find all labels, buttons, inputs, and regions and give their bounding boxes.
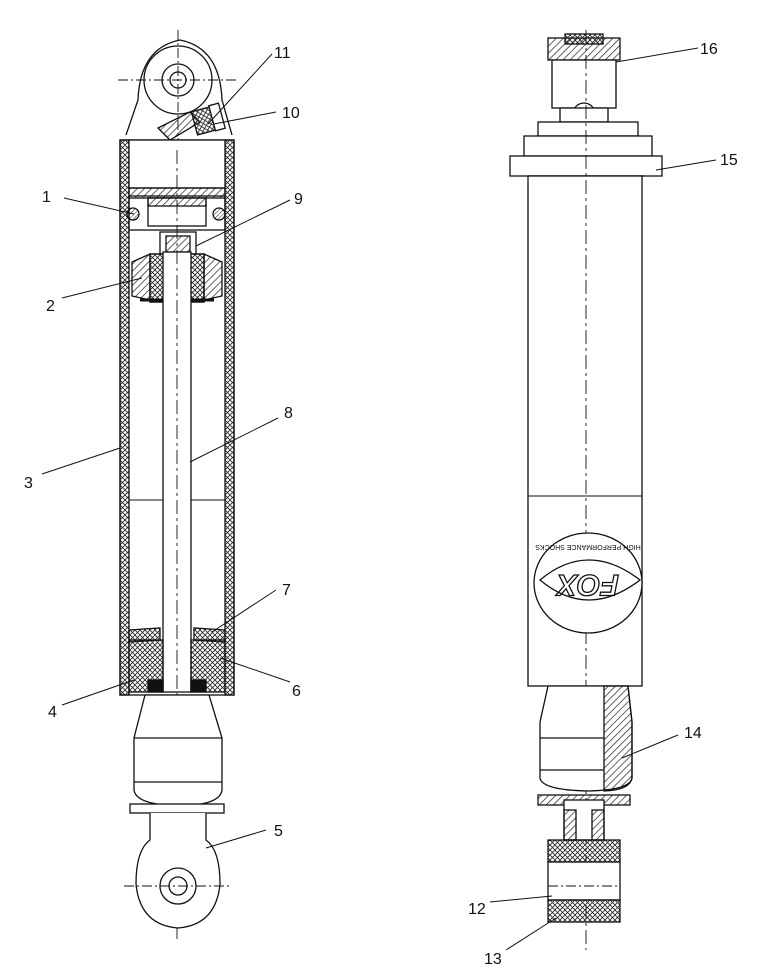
schrader-valve <box>156 102 226 141</box>
callout-16: 16 <box>700 41 718 58</box>
fox-logo: FOX HIGH PERFORMANCE SHOCKS <box>533 532 643 634</box>
callout-14: 14 <box>684 725 702 742</box>
callout-5: 5 <box>274 823 283 840</box>
lower-bumper <box>537 685 633 841</box>
callout-10: 10 <box>282 105 300 122</box>
callout-7: 7 <box>282 582 291 599</box>
piston-shaft <box>162 150 192 940</box>
callout-11: 11 <box>274 45 291 62</box>
callout-6: 6 <box>292 683 301 700</box>
callout-2: 2 <box>46 298 55 315</box>
callouts <box>41 47 717 951</box>
logo-tagline-text: HIGH PERFORMANCE SHOCKS <box>535 543 641 550</box>
lower-eyelet <box>547 839 621 923</box>
callout-labels: 1 2 3 4 5 6 7 8 9 10 11 12 13 14 15 16 <box>24 41 738 968</box>
top-mount <box>547 33 621 126</box>
callout-12: 12 <box>468 901 486 918</box>
callout-1: 1 <box>42 189 51 206</box>
sectional-view <box>118 30 238 940</box>
lower-eye <box>124 694 232 929</box>
exterior-view: FOX HIGH PERFORMANCE SHOCKS <box>509 30 663 950</box>
callout-13: 13 <box>484 951 502 968</box>
callout-8: 8 <box>284 405 293 422</box>
callout-4: 4 <box>48 704 57 721</box>
seal-head <box>128 627 226 693</box>
callout-15: 15 <box>720 152 738 169</box>
callout-3: 3 <box>24 475 33 492</box>
logo-brand-text: FOX <box>555 568 619 601</box>
callout-9: 9 <box>294 191 303 208</box>
